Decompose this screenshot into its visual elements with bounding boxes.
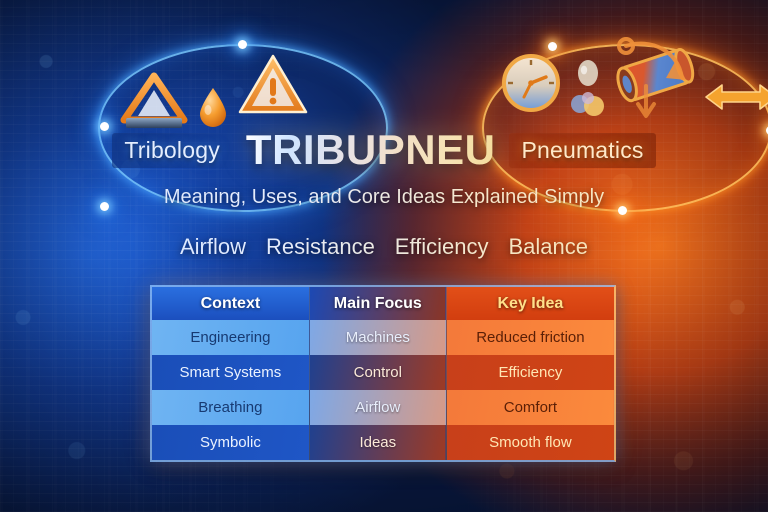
column-header-key-idea: Key Idea: [446, 287, 614, 320]
keyword-item-1: Resistance: [265, 234, 375, 259]
mountain-triangle-icon: [120, 72, 188, 128]
table-cell: Efficiency: [446, 355, 614, 390]
oil-drop-icon: [200, 88, 226, 127]
column-header-main-focus: Main Focus: [309, 287, 447, 320]
keyword-item-0: Airflow: [180, 234, 247, 259]
warning-triangle-icon: [238, 54, 308, 114]
keyword-separator-0: •: [252, 234, 260, 259]
loop-spark-right-c: [618, 206, 627, 215]
table-cell: Airflow: [309, 390, 447, 425]
pressure-gauge-icon: [502, 54, 560, 112]
headline-row: Tribology TRIBUPNEU Pneumatics: [0, 126, 768, 174]
keyword-item-2: Efficiency: [394, 234, 489, 259]
air-bubble-icon: [571, 60, 604, 116]
table-row: Breathing Airflow Comfort: [152, 390, 614, 425]
keyword-separator-1: •: [380, 234, 389, 259]
tribology-icon-group: [118, 52, 310, 134]
loop-spark-right-b: [766, 126, 768, 135]
keyword-item-3: Balance: [508, 234, 588, 259]
table-cell: Smooth flow: [446, 425, 614, 460]
double-arrow-icon: [705, 84, 768, 110]
pneumatics-label: Pneumatics: [509, 132, 656, 168]
keyword-separator-2: •: [494, 234, 503, 259]
table-cell: Breathing: [152, 390, 310, 425]
table-row: Symbolic Ideas Smooth flow: [152, 425, 614, 460]
table-cell: Smart Systems: [152, 355, 310, 390]
loop-spark-left-c: [100, 202, 109, 211]
pneumatics-icon-group: [500, 44, 768, 118]
tribology-label: Tribology: [112, 132, 232, 168]
table-cell: Control: [309, 355, 447, 390]
table-cell: Machines: [309, 320, 447, 355]
table-row: Engineering Machines Reduced friction: [152, 320, 614, 355]
table-cell: Symbolic: [152, 425, 310, 460]
keyword-list: Airflow • Resistance • Efficiency • Bala…: [0, 234, 768, 260]
summary-table: Context Main Focus Key Idea Engineering …: [150, 285, 616, 462]
table-header-row: Context Main Focus Key Idea: [152, 287, 614, 320]
table-cell: Comfort: [446, 390, 614, 425]
loop-spark-left-a: [100, 122, 109, 131]
page-title: TRIBUPNEU: [245, 126, 496, 173]
loop-spark-left-b: [238, 40, 247, 49]
table-row: Smart Systems Control Efficiency: [152, 355, 614, 390]
column-header-context: Context: [152, 287, 310, 320]
subtitle: Meaning, Uses, and Core Ideas Explained …: [0, 186, 768, 209]
table-cell: Reduced friction: [446, 320, 614, 355]
table-cell: Ideas: [309, 425, 447, 460]
table-cell: Engineering: [152, 320, 310, 355]
flow-arrow-icon: [617, 37, 686, 118]
loop-spark-right-a: [548, 42, 557, 51]
